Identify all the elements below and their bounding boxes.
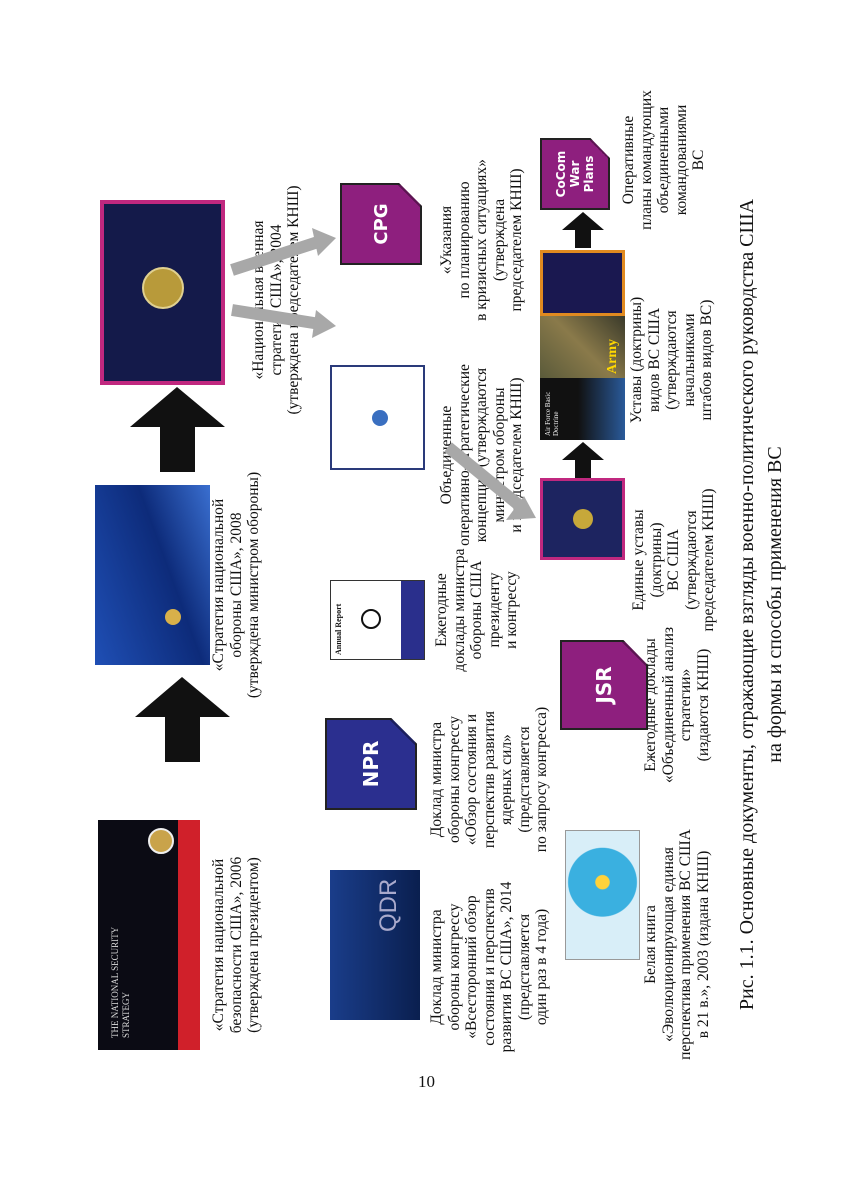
gray-arrow-to-joint-pubs — [444, 442, 524, 511]
figure-caption-line2: на формы и способы применения ВС — [764, 446, 786, 763]
gray-arrowhead — [312, 228, 336, 256]
arrow-right-icon — [562, 212, 604, 248]
arrow-right-icon — [130, 387, 225, 472]
gray-arrowhead — [312, 310, 336, 338]
gray-arrow-to-concepts — [231, 304, 321, 330]
gray-arrow-to-cpg — [230, 236, 320, 276]
arrow-right-icon — [135, 677, 230, 762]
figure-caption: Рис. 1.1. Основные документы, отражающие… — [733, 127, 789, 1082]
figure-caption-line1: Рис. 1.1. Основные документы, отражающие… — [736, 198, 758, 1011]
gray-arrowhead — [506, 496, 536, 520]
page-number: 10 — [418, 1072, 435, 1091]
arrow-right-icon — [562, 442, 604, 478]
